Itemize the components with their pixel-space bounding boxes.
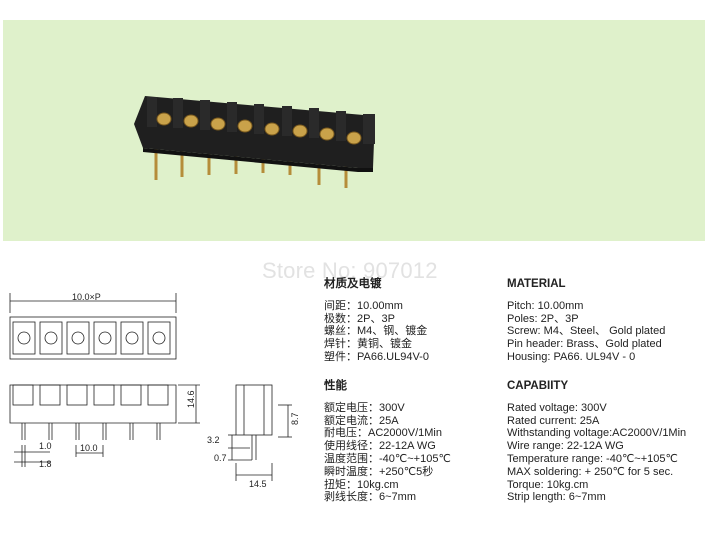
dimension-drawing: 10.0×P 14.6 1.0 1.8 10.0 3.2 0.7 8.7 14.… [9, 292, 300, 489]
dim-8-7-label: 8.7 [290, 412, 300, 425]
cn-material-line: 间距：10.00mm [324, 299, 403, 312]
cn-material-title: 材质及电镀 [324, 278, 382, 290]
cn-material-line: 塑件：PA66.UL94V-0 [324, 350, 429, 363]
terminal-block-photo [134, 96, 375, 188]
dim-10-0-label: 10.0 [80, 443, 98, 453]
en-material-line: Housing: PA66. UL94V - 0 [507, 350, 636, 363]
en-material-section: MATERIAL Pitch: 10.00mm Poles: 2P、3P Scr… [507, 278, 665, 364]
en-material-line: Screw: M4、Steel、 Gold plated [507, 325, 666, 338]
cn-material-line: 焊针：黄铜、镀金 [324, 338, 412, 351]
dim-width-label: 10.0×P [72, 292, 101, 302]
en-capability-title: CAPABIITY [507, 380, 569, 392]
cn-capability-line: 耐电压：AC2000V/1Min [324, 427, 442, 440]
dim-1-8-label: 1.8 [39, 459, 52, 469]
en-capability-line: Rated voltage: 300V [507, 401, 607, 414]
dim-3-2-label: 3.2 [207, 435, 220, 445]
cn-capability-line: 使用线径：22-12A WG [324, 440, 436, 453]
cn-capability-line: 额定电压：300V [324, 401, 405, 414]
store-watermark: Store No: 907012 [262, 258, 438, 283]
en-capability-line: Rated current: 25A [507, 414, 600, 427]
cn-material-line: 极数：2P、3P [324, 312, 395, 325]
en-material-title: MATERIAL [507, 278, 566, 290]
en-capability-line: Wire range: 22-12A WG [507, 440, 624, 453]
cn-capability-title: 性能 [324, 380, 347, 392]
dim-14-5-label: 14.5 [249, 479, 267, 489]
en-material-line: Pin header: Brass、Gold plated [507, 338, 662, 351]
cn-capability-line: 额定电流：25A [324, 414, 399, 427]
en-capability-line: MAX soldering: + 250℃ for 5 sec. [507, 465, 674, 478]
top-view-outline [9, 316, 177, 360]
en-capability-line: Strip length: 6~7mm [507, 491, 606, 504]
cn-capability-line: 温度范围：-40℃~+105℃ [324, 452, 451, 465]
en-material-line: Pitch: 10.00mm [507, 299, 584, 312]
dim-0-7-label: 0.7 [214, 453, 227, 463]
dim-1-0-label: 1.0 [39, 441, 52, 451]
en-capability-line: Torque: 10kg.cm [507, 478, 589, 491]
en-capability-line: Temperature range: -40℃~+105℃ [507, 452, 678, 465]
cn-capability-line: 扭矩：10kg.cm [324, 478, 399, 491]
en-capability-line: Withstanding voltage:AC2000V/1Min [507, 427, 687, 440]
cn-capability-section: 性能 额定电压：300V 额定电流：25A 耐电压：AC2000V/1Min 使… [324, 380, 451, 504]
cn-material-section: 材质及电镀 间距：10.00mm 极数：2P、3P 螺丝：M4、钢、镀金 焊针：… [324, 278, 429, 364]
product-photo [3, 20, 705, 241]
en-capability-section: CAPABIITY Rated voltage: 300V Rated curr… [507, 380, 686, 504]
cn-material-line: 螺丝：M4、钢、镀金 [324, 325, 428, 338]
dim-height-label: 14.6 [186, 390, 196, 408]
en-material-line: Poles: 2P、3P [507, 312, 579, 325]
cn-capability-line: 剥线长度：6~7mm [324, 491, 416, 504]
cn-capability-line: 瞬时温度：+250℃5秒 [324, 465, 434, 478]
